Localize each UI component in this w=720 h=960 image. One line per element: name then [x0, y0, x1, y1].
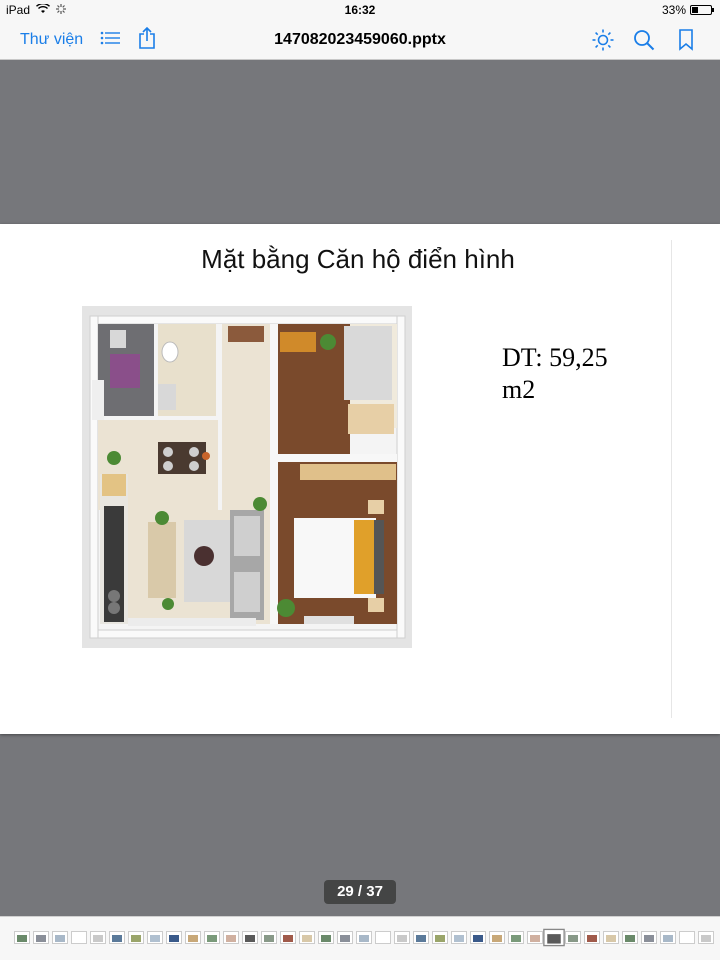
share-icon[interactable]	[138, 26, 156, 55]
slide-thumbnail[interactable]	[565, 931, 581, 944]
document-toolbar: Thư viện 14708202345906​0.pptx	[0, 20, 720, 60]
thumbnail-preview	[74, 935, 84, 942]
thumbnail-preview	[473, 935, 483, 942]
thumbnail-preview	[55, 935, 65, 942]
thumbnail-preview	[36, 935, 46, 942]
thumbnail-preview	[321, 935, 331, 942]
thumbnail-preview	[264, 935, 274, 942]
thumbnail-preview	[397, 935, 407, 942]
slide-thumbnail[interactable]	[413, 931, 429, 944]
slide-thumbnail[interactable]	[451, 931, 467, 944]
thumbnail-preview	[112, 935, 122, 942]
thumbnail-list	[14, 928, 714, 947]
slide-thumbnail[interactable]	[356, 931, 372, 944]
slide-thumbnail[interactable]	[489, 931, 505, 944]
area-line-2: m2	[502, 375, 536, 404]
slide-thumbnail[interactable]	[584, 931, 600, 944]
search-icon[interactable]	[633, 29, 655, 56]
slide-thumbnail[interactable]	[337, 931, 353, 944]
thumbnail-preview	[150, 935, 160, 942]
thumbnail-preview	[302, 935, 312, 942]
thumbnail-preview	[17, 935, 27, 942]
library-button[interactable]: Thư viện	[20, 31, 84, 48]
slide-thumbnail[interactable]	[603, 931, 619, 944]
thumbnail-preview	[511, 935, 521, 942]
thumbnail-preview	[644, 935, 654, 942]
slide-thumbnail[interactable]	[261, 931, 277, 944]
slide-thumbnail[interactable]	[185, 931, 201, 944]
slide-thumbnail[interactable]	[204, 931, 220, 944]
thumbnail-strip[interactable]	[0, 916, 720, 960]
thumbnail-preview	[340, 935, 350, 942]
thumbnail-preview	[435, 935, 445, 942]
thumbnail-preview	[492, 935, 502, 942]
area-label: DT: 59,25 m2	[502, 342, 608, 406]
slide-thumbnail[interactable]	[698, 931, 714, 944]
page-indicator: 29 / 37	[324, 880, 396, 904]
slide-frame	[40, 240, 672, 718]
slide-page: Mặt bằng Căn hộ điển hình	[0, 224, 720, 734]
slide-thumbnail[interactable]	[223, 931, 239, 944]
slide-thumbnail[interactable]	[71, 931, 87, 944]
thumbnail-preview	[226, 935, 236, 942]
battery-icon	[690, 5, 714, 15]
thumbnail-preview	[93, 935, 103, 942]
thumbnail-preview	[378, 935, 388, 942]
thumbnail-preview	[454, 935, 464, 942]
slide-thumbnail[interactable]	[90, 931, 106, 944]
thumbnail-preview	[587, 935, 597, 942]
activity-spinner-icon	[56, 3, 67, 17]
status-bar: iPad 16:32 33%	[0, 0, 720, 20]
thumbnail-preview	[245, 935, 255, 942]
brightness-icon[interactable]	[592, 29, 614, 56]
thumbnail-preview	[568, 935, 578, 942]
thumbnail-preview	[530, 935, 540, 942]
battery-percent: 33%	[661, 3, 686, 17]
bookmark-icon[interactable]	[678, 29, 694, 56]
slide-thumbnail[interactable]	[52, 931, 68, 944]
slide-thumbnail[interactable]	[128, 931, 144, 944]
slide-thumbnail[interactable]	[375, 931, 391, 944]
floor-plan-image	[82, 306, 412, 648]
list-icon[interactable]	[100, 28, 122, 53]
slide-thumbnail[interactable]	[242, 931, 258, 944]
status-time: 16:32	[344, 3, 376, 17]
document-title: 14708202345906​0.pptx	[274, 31, 446, 48]
thumbnail-preview	[283, 935, 293, 942]
slide-thumbnail[interactable]	[280, 931, 296, 944]
thumbnail-preview	[359, 935, 369, 942]
thumbnail-preview	[169, 935, 179, 942]
slide-thumbnail[interactable]	[166, 931, 182, 944]
slide-thumbnail[interactable]	[318, 931, 334, 944]
slide-thumbnail[interactable]	[679, 931, 695, 944]
slide-thumbnail[interactable]	[660, 931, 676, 944]
slide-thumbnail[interactable]	[14, 931, 30, 944]
slide-thumbnail[interactable]	[641, 931, 657, 944]
thumbnail-preview	[131, 935, 141, 942]
slide-thumbnail[interactable]	[33, 931, 49, 944]
slide-thumbnail[interactable]	[432, 931, 448, 944]
thumbnail-preview	[606, 935, 616, 942]
thumbnail-preview	[416, 935, 426, 942]
slide-thumbnail[interactable]	[470, 931, 486, 944]
area-line-1: DT: 59,25	[502, 343, 608, 372]
device-name: iPad	[6, 3, 31, 17]
thumbnail-preview	[625, 935, 635, 942]
slide-thumbnail[interactable]	[109, 931, 125, 944]
slide-thumbnail[interactable]	[622, 931, 638, 944]
slide-thumbnail[interactable]	[147, 931, 163, 944]
slide-thumbnail[interactable]	[394, 931, 410, 944]
slide-thumbnail[interactable]	[299, 931, 315, 944]
thumbnail-preview	[682, 935, 692, 942]
slide-title: Mặt bằng Căn hộ điển hình	[201, 244, 515, 274]
slide-thumbnail[interactable]	[543, 928, 565, 947]
thumbnail-preview	[701, 935, 711, 942]
thumbnail-preview	[207, 935, 217, 942]
thumbnail-preview	[188, 935, 198, 942]
slide-thumbnail[interactable]	[527, 931, 543, 944]
wifi-icon	[36, 3, 51, 17]
thumbnail-preview	[547, 934, 561, 944]
thumbnail-preview	[663, 935, 673, 942]
slide-thumbnail[interactable]	[508, 931, 524, 944]
